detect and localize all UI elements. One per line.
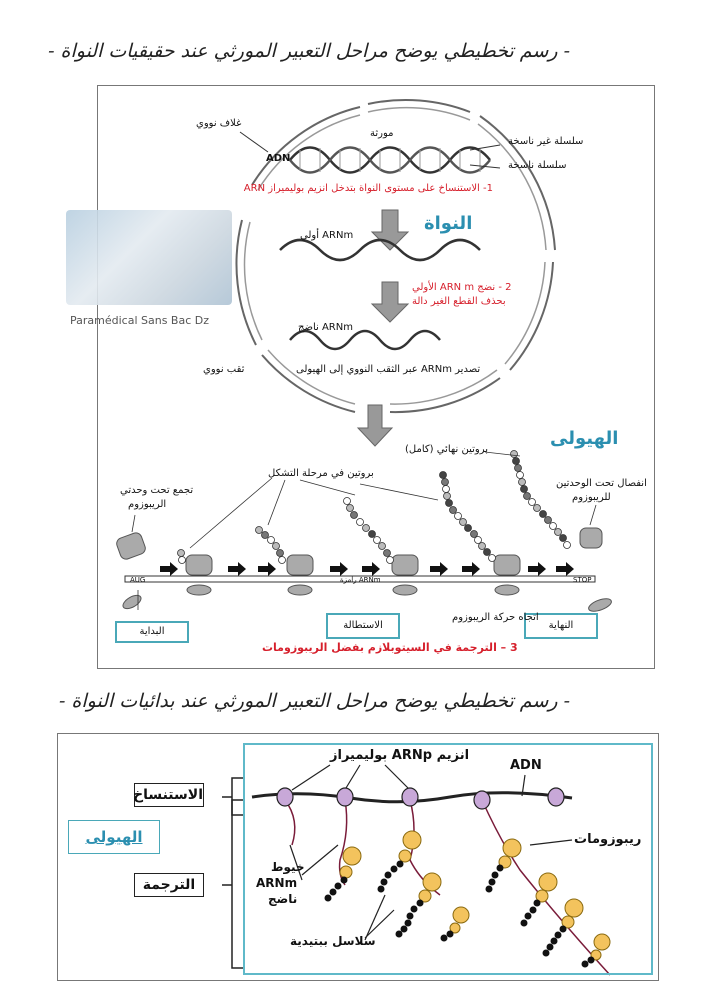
title-prokaryote: - رسم تخطيطي يوضح مراحل التعبير المورثي … [58,690,570,712]
label-mrna-strand: ARNm رامزة [340,576,381,584]
box-initiation: البداية [115,621,189,643]
label-step2-line1: 2 - نضج ARN m الأولي [412,282,512,293]
label-aug: AUG [130,576,146,584]
movement-arrows [160,562,574,576]
box-cytoplasm: الهيولى [68,820,160,854]
label-template-strand: سلسلة ناسخة [508,160,567,171]
label-mrna-threads-2: ARNm [256,876,298,890]
box-termination: النهاية [524,613,598,639]
label-pre-mrna: ARNm أولي [300,230,354,241]
label-subunit-assembly-1: تجمع تحت وحدتي [120,485,194,496]
label-step2-line2: بحذف القطع الغير دالة [412,296,506,307]
label-subunit-separation-1: انفصال تحت الوحدتين [556,478,647,489]
label-mature-mrna: ARNm ناضج [298,322,353,333]
label-final-protein: بروتين نهائي (كامل) [405,444,488,455]
label-step1: 1- الاستنساخ على مستوى النواة بتدخل انزي… [243,183,493,194]
prokaryote-brackets [222,777,245,969]
label-step3: 3 – الترجمة في السيتوبلازم بفضل الريبوزو… [262,641,518,654]
label-gene: مورثة [370,128,394,139]
box-translation: الترجمة [134,873,204,897]
dna-helix [289,146,491,174]
watermark-text: Paramédical Sans Bac Dz [70,314,210,327]
rna-polymerases [276,787,565,810]
prokaryote-diagram-frame [57,733,659,981]
ribosomes-eukaryote [116,527,612,612]
title-eukaryote: - رسم تخطيطي يوضح مراحل التعبير المورثي … [48,40,570,62]
label-dna: ADN [266,153,291,164]
label-forming-protein: بروتين في مرحلة التشكل [268,468,374,479]
label-subunit-assembly-2: الريبوزوم [128,499,167,510]
eukaryote-diagram-frame [97,85,655,669]
peptide-chains-prokaryote [324,860,595,968]
label-mrna-threads-1: خيوط [271,860,305,874]
label-cytoplasm: الهيولى [550,428,619,449]
prokaryote-inner-box [243,743,653,975]
label-non-template-strand: سلسلة غير ناسخة [508,136,584,147]
box-elongation: الاستطالة [326,613,400,639]
label-peptide-chains: سلاسل ببتيدية [290,934,376,948]
label-subunit-separation-2: للريبوزوم [572,492,611,503]
label-rna-polymerase: انزيم ARNp بوليميراز [330,748,470,763]
label-stop: STOP [573,576,592,584]
label-export: تصدير ARNm عبر الثقب النووي إلى الهيولى [296,364,481,375]
watermark-image [66,210,232,305]
label-nuclear-envelope: غلاف نووي [196,118,242,129]
ribosomes-prokaryote [339,830,611,961]
label-ribosome-direction: اتجاه حركة الريبوزوم [452,612,539,623]
pre-mrna-wave [279,238,481,262]
nuclear-envelope-shape [235,99,556,414]
box-transcription: الاستنساخ [133,783,204,807]
process-arrows [356,209,410,447]
peptide-chains-eukaryote [177,450,571,564]
label-prokaryote-dna: ADN [510,758,542,773]
label-nucleus: النواة [424,213,473,234]
label-mrna-threads-3: ناضج [268,892,298,906]
label-nuclear-pore: ثقب نووي [203,364,245,375]
mature-mrna-wave [289,329,441,351]
label-ribosomes: ريبوزومات [574,832,642,847]
translation-mrna-strand [124,575,596,583]
